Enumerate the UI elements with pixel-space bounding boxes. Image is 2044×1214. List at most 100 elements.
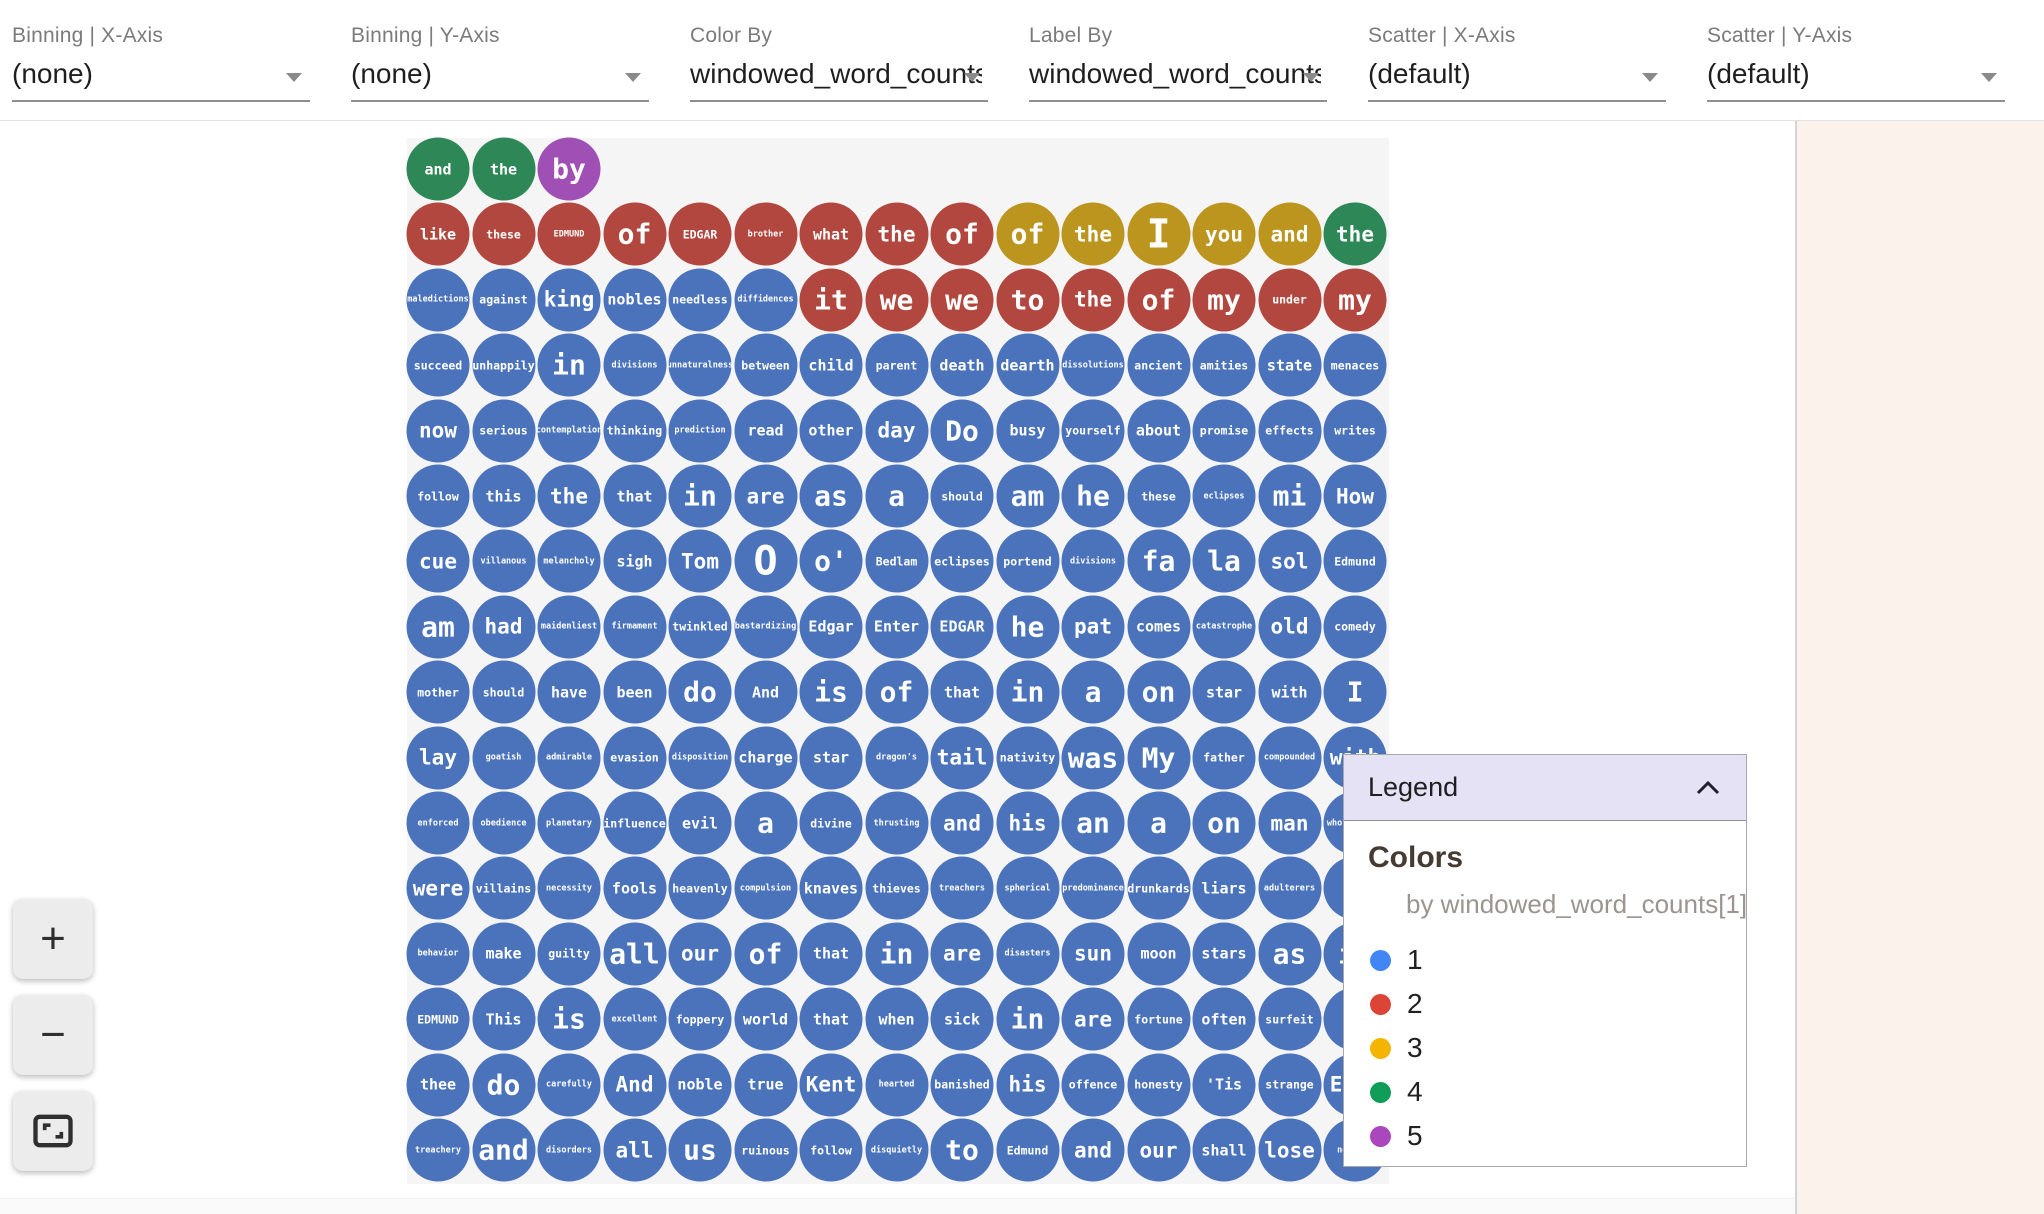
- legend-header[interactable]: Legend: [1344, 755, 1746, 821]
- zoom-in-button[interactable]: +: [13, 899, 93, 979]
- word-bubble[interactable]: I: [1127, 202, 1190, 266]
- word-bubble[interactable]: our: [668, 922, 732, 986]
- word-bubble[interactable]: we: [865, 268, 928, 332]
- scatter-y-axis-dropdown[interactable]: Scatter | Y-Axis (default): [1707, 24, 2005, 120]
- word-bubble[interactable]: 'Tis: [1192, 1053, 1256, 1117]
- word-bubble[interactable]: what: [799, 202, 863, 266]
- word-bubble[interactable]: brother: [734, 202, 797, 266]
- word-bubble[interactable]: star: [1192, 660, 1256, 724]
- word-bubble[interactable]: state: [1258, 333, 1321, 397]
- word-bubble[interactable]: lay: [406, 726, 470, 790]
- word-bubble[interactable]: should: [472, 660, 535, 724]
- word-bubble[interactable]: honesty: [1127, 1053, 1190, 1117]
- word-bubble[interactable]: when: [865, 987, 928, 1051]
- binning-x-axis-dropdown[interactable]: Binning | X-Axis (none): [12, 24, 310, 120]
- color-by-dropdown[interactable]: Color By windowed_word_counts: [690, 24, 988, 120]
- word-bubble[interactable]: predominance: [1061, 856, 1125, 920]
- word-bubble[interactable]: that: [603, 464, 666, 528]
- word-bubble[interactable]: my: [1323, 268, 1387, 332]
- word-bubble[interactable]: divisions: [1061, 529, 1125, 593]
- word-bubble[interactable]: catastrophe: [1192, 595, 1256, 659]
- word-bubble[interactable]: compulsion: [734, 856, 797, 920]
- word-bubble[interactable]: thinking: [603, 399, 666, 463]
- word-bubble[interactable]: My: [1127, 726, 1190, 790]
- dropdown-arrow-icon[interactable]: [964, 73, 980, 82]
- word-bubble[interactable]: twinkled: [668, 595, 732, 659]
- word-bubble[interactable]: of: [734, 922, 797, 986]
- word-bubble[interactable]: pat: [1061, 595, 1125, 659]
- chevron-up-icon[interactable]: [1694, 779, 1722, 797]
- word-bubble[interactable]: villains: [472, 856, 535, 920]
- word-bubble[interactable]: about: [1127, 399, 1190, 463]
- word-bubble[interactable]: carefully: [537, 1053, 601, 1117]
- word-bubble[interactable]: a: [734, 791, 797, 855]
- word-bubble[interactable]: goatish: [472, 726, 535, 790]
- word-bubble[interactable]: strange: [1258, 1053, 1321, 1117]
- word-bubble[interactable]: necessity: [537, 856, 601, 920]
- word-bubble[interactable]: are: [734, 464, 797, 528]
- word-bubble[interactable]: melancholy: [537, 529, 601, 593]
- word-bubble[interactable]: tail: [930, 726, 994, 790]
- word-bubble[interactable]: influence: [603, 791, 666, 855]
- word-bubble[interactable]: his: [996, 1053, 1059, 1117]
- word-bubble[interactable]: father: [1192, 726, 1256, 790]
- word-bubble[interactable]: planetary: [537, 791, 601, 855]
- word-bubble[interactable]: like: [406, 202, 470, 266]
- word-bubble[interactable]: spherical: [996, 856, 1059, 920]
- word-bubble[interactable]: serious: [472, 399, 535, 463]
- word-bubble[interactable]: portend: [996, 529, 1059, 593]
- word-bubble[interactable]: sick: [930, 987, 994, 1051]
- word-bubble[interactable]: comes: [1127, 595, 1190, 659]
- word-bubble[interactable]: of: [1127, 268, 1190, 332]
- word-bubble[interactable]: Do: [930, 399, 994, 463]
- word-bubble[interactable]: a: [1127, 791, 1190, 855]
- word-bubble[interactable]: to: [996, 268, 1059, 332]
- word-bubble[interactable]: menaces: [1323, 333, 1387, 397]
- word-bubble[interactable]: do: [472, 1053, 535, 1117]
- word-bubble[interactable]: we: [930, 268, 994, 332]
- word-bubble[interactable]: bastardizing: [734, 595, 797, 659]
- word-bubble[interactable]: my: [1192, 268, 1256, 332]
- word-bubble[interactable]: other: [799, 399, 863, 463]
- word-bubble[interactable]: that: [930, 660, 994, 724]
- word-bubble[interactable]: How: [1323, 464, 1387, 528]
- word-bubble[interactable]: o': [799, 529, 863, 593]
- word-bubble[interactable]: the: [1061, 202, 1125, 266]
- word-bubble[interactable]: treachery: [406, 1118, 470, 1182]
- word-bubble[interactable]: succeed: [406, 333, 470, 397]
- word-bubble[interactable]: unnaturalness: [667, 333, 733, 397]
- word-bubble[interactable]: on: [1192, 791, 1256, 855]
- word-bubble[interactable]: against: [472, 268, 535, 332]
- word-bubble[interactable]: thee: [406, 1053, 470, 1117]
- word-bubble[interactable]: busy: [996, 399, 1059, 463]
- word-bubble[interactable]: an: [1061, 791, 1125, 855]
- word-bubble[interactable]: Tom: [668, 529, 732, 593]
- word-bubble[interactable]: Bedlam: [865, 529, 928, 593]
- word-bubble[interactable]: man: [1258, 791, 1321, 855]
- word-bubble[interactable]: by: [537, 137, 601, 201]
- word-bubble[interactable]: often: [1192, 987, 1256, 1051]
- word-bubble[interactable]: am: [406, 595, 470, 659]
- word-bubble[interactable]: evasion: [603, 726, 666, 790]
- word-bubble[interactable]: dragon's: [865, 726, 928, 790]
- word-bubble[interactable]: had: [472, 595, 535, 659]
- word-bubble[interactable]: adulterers: [1258, 856, 1321, 920]
- word-bubble[interactable]: follow: [406, 464, 470, 528]
- word-bubble[interactable]: the: [865, 202, 928, 266]
- word-bubble[interactable]: moon: [1127, 922, 1190, 986]
- word-bubble[interactable]: I: [1323, 660, 1387, 724]
- word-bubble[interactable]: child: [799, 333, 863, 397]
- word-bubble[interactable]: yourself: [1061, 399, 1125, 463]
- word-bubble[interactable]: stars: [1192, 922, 1256, 986]
- word-bubble[interactable]: old: [1258, 595, 1321, 659]
- word-bubble[interactable]: And: [734, 660, 797, 724]
- word-bubble[interactable]: amities: [1192, 333, 1256, 397]
- word-bubble[interactable]: of: [930, 202, 994, 266]
- word-bubble[interactable]: a: [865, 464, 928, 528]
- dropdown-arrow-icon[interactable]: [1981, 73, 1997, 82]
- word-bubble[interactable]: follow: [799, 1118, 863, 1182]
- word-bubble[interactable]: sigh: [603, 529, 666, 593]
- word-bubble[interactable]: is: [799, 660, 863, 724]
- word-bubble[interactable]: the: [537, 464, 601, 528]
- word-bubble[interactable]: EDMUND: [537, 202, 601, 266]
